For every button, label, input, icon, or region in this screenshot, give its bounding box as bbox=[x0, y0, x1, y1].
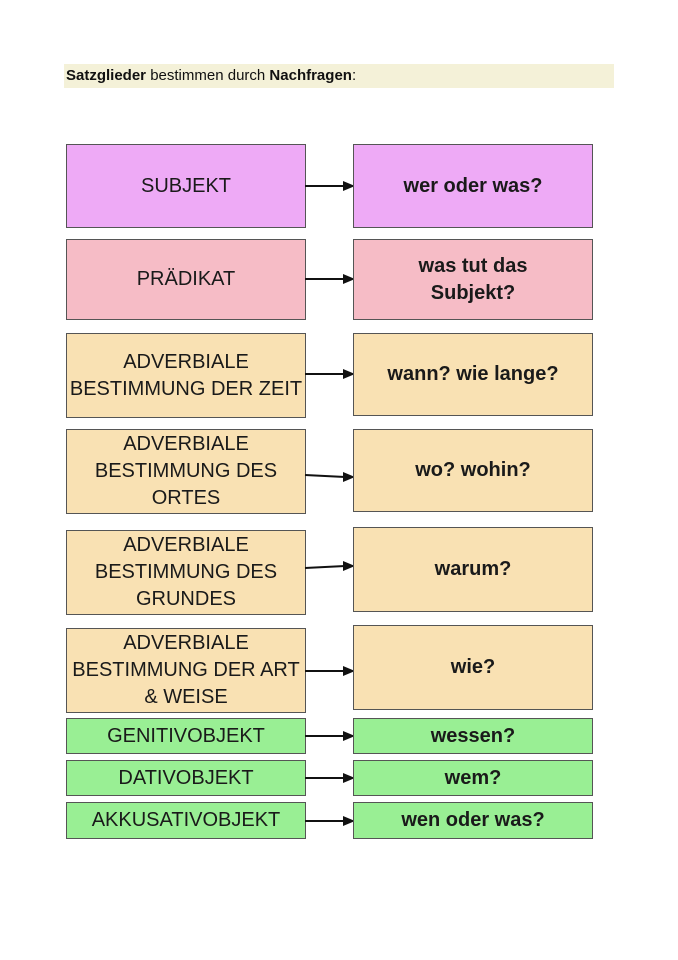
term-box-praedikat: PRÄDIKAT bbox=[66, 239, 306, 320]
question-box-art-weise: wie? bbox=[353, 625, 593, 710]
question-box-praedikat: was tut das Subjekt? bbox=[353, 239, 593, 320]
arrow-icon bbox=[305, 666, 355, 676]
term-box-subjekt: SUBJEKT bbox=[66, 144, 306, 228]
arrow-icon bbox=[305, 773, 355, 783]
question-label: wer oder was? bbox=[403, 174, 543, 197]
question-box-subjekt: wer oder was? bbox=[353, 144, 593, 228]
term-box-akkusativobjekt: AKKUSATIVOBJEKT bbox=[66, 802, 306, 839]
term-box-genitivobjekt: GENITIVOBJEKT bbox=[66, 718, 306, 754]
arrow-icon bbox=[305, 369, 355, 379]
arrow-icon bbox=[305, 274, 355, 284]
question-box-zeit: wann? wie lange? bbox=[353, 333, 593, 416]
question-label: wen oder was? bbox=[401, 809, 545, 831]
heading-text-1: bestimmen durch bbox=[146, 67, 270, 84]
term-label: AKKUSATIVOBJEKT bbox=[91, 809, 281, 831]
question-label: wann? wie lange? bbox=[387, 363, 559, 385]
question-label: warum? bbox=[434, 558, 512, 580]
arrow-icon bbox=[305, 731, 355, 741]
term-box-grundes: ADVERBIALE BESTIMMUNG DES GRUNDES bbox=[66, 530, 306, 615]
term-label: PRÄDIKAT bbox=[136, 268, 236, 290]
term-box-zeit: ADVERBIALE BESTIMMUNG DER ZEIT bbox=[66, 333, 306, 418]
term-label: DATIVOBJEKT bbox=[118, 766, 254, 789]
question-box-akkusativobjekt: wen oder was? bbox=[353, 802, 593, 839]
term-label: GENITIVOBJEKT bbox=[107, 724, 265, 747]
heading-colon: : bbox=[351, 67, 357, 84]
arrow-icon bbox=[304, 472, 355, 482]
question-label: wie? bbox=[450, 656, 496, 678]
term-label: ADVERBIALE BESTIMMUNG DES GRUNDES bbox=[94, 534, 278, 610]
question-box-genitivobjekt: wessen? bbox=[353, 718, 593, 754]
term-box-dativobjekt: DATIVOBJEKT bbox=[66, 760, 306, 796]
question-box-dativobjekt: wem? bbox=[353, 760, 593, 796]
term-box-ortes: ADVERBIALE BESTIMMUNG DES ORTES bbox=[66, 429, 306, 514]
arrow-icon bbox=[305, 816, 355, 826]
arrow-icon bbox=[304, 561, 355, 571]
arrow-icon bbox=[305, 181, 355, 191]
term-label: ADVERBIALE BESTIMMUNG DER ART & WEISE bbox=[72, 632, 300, 708]
heading-bold-1: Satzglieder bbox=[66, 67, 147, 84]
question-label: wem? bbox=[444, 766, 502, 789]
heading-bold-2: Nachfragen bbox=[269, 67, 352, 84]
term-label: SUBJEKT bbox=[140, 174, 232, 197]
page-heading: Satzglieder bestimmen durch Nachfragen: bbox=[64, 64, 614, 88]
question-box-grundes: warum? bbox=[353, 527, 593, 612]
question-label: wessen? bbox=[430, 724, 516, 747]
question-label: wo? wohin? bbox=[415, 459, 531, 481]
term-box-art-weise: ADVERBIALE BESTIMMUNG DER ART & WEISE bbox=[66, 628, 306, 713]
question-label: was tut das Subjekt? bbox=[418, 254, 528, 304]
question-box-ortes: wo? wohin? bbox=[353, 429, 593, 512]
term-label: ADVERBIALE BESTIMMUNG DER ZEIT bbox=[69, 350, 303, 400]
term-label: ADVERBIALE BESTIMMUNG DES ORTES bbox=[94, 433, 278, 509]
